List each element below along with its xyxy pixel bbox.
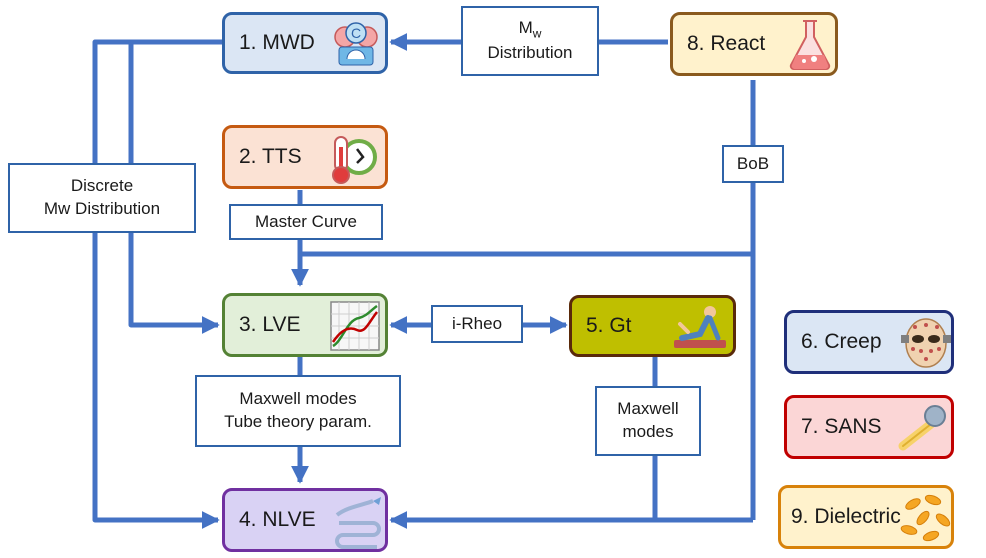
tts-module[interactable]: 2. TTS <box>222 125 388 189</box>
curve-plot-icon <box>329 300 381 358</box>
discrete-mw-distribution-label: Discrete Mw Distribution <box>8 163 196 233</box>
gt-module[interactable]: 5. Gt <box>569 295 736 357</box>
mwd-module[interactable]: 1. MWD C <box>222 12 388 74</box>
pipe-icon <box>333 495 383 555</box>
bob-label: BoB <box>722 145 784 183</box>
lve-label: 3. LVE <box>239 313 301 336</box>
i-rheo-text: i-Rheo <box>451 313 503 333</box>
react-module[interactable]: 8. React <box>670 12 838 76</box>
yoga-person-icon <box>670 304 730 358</box>
maxwell-tube-line1: Maxwell modes <box>239 389 357 409</box>
i-rheo-label: i-Rheo <box>431 305 523 343</box>
creep-label: 6. Creep <box>801 330 882 353</box>
mwd-to-nlve-arrow <box>92 39 222 529</box>
mw-distribution-line2: Distribution <box>487 42 573 62</box>
maxwell-tube-line2: Tube theory param. <box>224 412 372 431</box>
maxwell-tube-label: Maxwell modes Tube theory param. <box>195 375 401 447</box>
pin-icon <box>897 402 949 460</box>
master-curve-label: Master Curve <box>229 204 383 240</box>
maxwell-modes-label: Maxwell modes <box>595 386 701 456</box>
maxwell-line1: Maxwell <box>617 399 679 419</box>
sans-label: 7. SANS <box>801 415 882 438</box>
react-label: 8. React <box>687 32 766 55</box>
bob-text: BoB <box>736 153 770 173</box>
thermometer-clock-icon <box>325 133 381 191</box>
flask-icon <box>787 19 833 77</box>
nlve-label: 4. NLVE <box>239 508 316 531</box>
mwd-to-lve-arrow <box>128 42 220 334</box>
dielectric-label: 9. Dielectric <box>791 505 901 528</box>
maxwell-line2: modes <box>622 422 674 441</box>
pills-icon <box>899 490 953 554</box>
nlve-module[interactable]: 4. NLVE <box>222 488 388 552</box>
master-curve-text: Master Curve <box>254 211 358 231</box>
mw-distribution-line1: Mw <box>518 18 542 41</box>
creep-module[interactable]: 6. Creep <box>784 310 954 374</box>
dielectric-module[interactable]: 9. Dielectric <box>778 485 954 549</box>
hockey-mask-icon <box>901 317 951 375</box>
svg-text:C: C <box>351 25 361 41</box>
discrete-line2: Mw Distribution <box>43 199 161 218</box>
tts-label: 2. TTS <box>239 145 302 168</box>
lve-module[interactable]: 3. LVE <box>222 293 388 357</box>
gt-label: 5. Gt <box>586 314 632 337</box>
mw-distribution-label: Mw Distribution <box>461 6 599 76</box>
mwd-label: 1. MWD <box>239 31 315 54</box>
discrete-line1: Discrete <box>70 176 134 196</box>
sans-module[interactable]: 7. SANS <box>784 395 954 459</box>
balance-scale-icon: C <box>331 21 381 73</box>
